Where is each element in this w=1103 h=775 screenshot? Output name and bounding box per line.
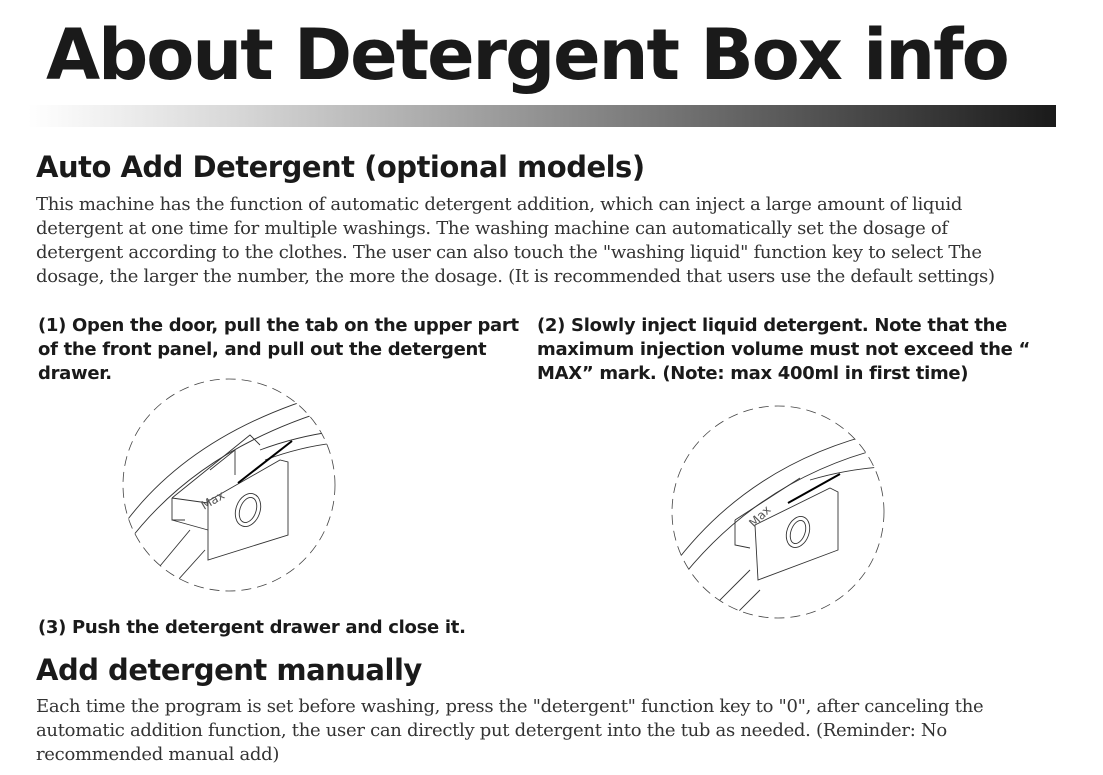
- auto-add-description: This machine has the function of automat…: [36, 193, 995, 289]
- text-line: (1) Open the door, pull the tab on the u…: [38, 315, 519, 336]
- text-line: This machine has the function of automat…: [36, 194, 963, 215]
- gradient-divider: [28, 105, 1056, 127]
- text-line: (2) Slowly inject liquid detergent. Note…: [537, 315, 1008, 336]
- step-1-text: (1) Open the door, pull the tab on the u…: [38, 314, 519, 386]
- text-line: detergent according to the clothes. The …: [36, 242, 982, 263]
- text-line: automatic addition function, the user ca…: [36, 720, 947, 741]
- text-line: Each time the program is set before wash…: [36, 696, 984, 717]
- text-line: of the front panel, and pull out the det…: [38, 339, 487, 360]
- drawer-illustration-2: Max: [671, 405, 885, 619]
- page-title: About Detergent Box info: [46, 14, 1010, 96]
- text-line: recommended manual add): [36, 744, 280, 765]
- drawer-illustration-1: Max: [122, 378, 336, 592]
- step-3-text: (3) Push the detergent drawer and close …: [38, 617, 466, 638]
- text-line: maximum injection volume must not exceed…: [537, 339, 1031, 360]
- manual-add-heading: Add detergent manually: [36, 653, 422, 687]
- manual-add-description: Each time the program is set before wash…: [36, 695, 984, 767]
- text-line: detergent at one time for multiple washi…: [36, 218, 948, 239]
- text-line: drawer.: [38, 363, 112, 384]
- auto-add-heading: Auto Add Detergent (optional models): [36, 150, 645, 184]
- step-2-text: (2) Slowly inject liquid detergent. Note…: [537, 314, 1030, 386]
- text-line: dosage, the larger the number, the more …: [36, 266, 995, 287]
- text-line: MAX” mark. (Note: max 400ml in first tim…: [537, 363, 969, 384]
